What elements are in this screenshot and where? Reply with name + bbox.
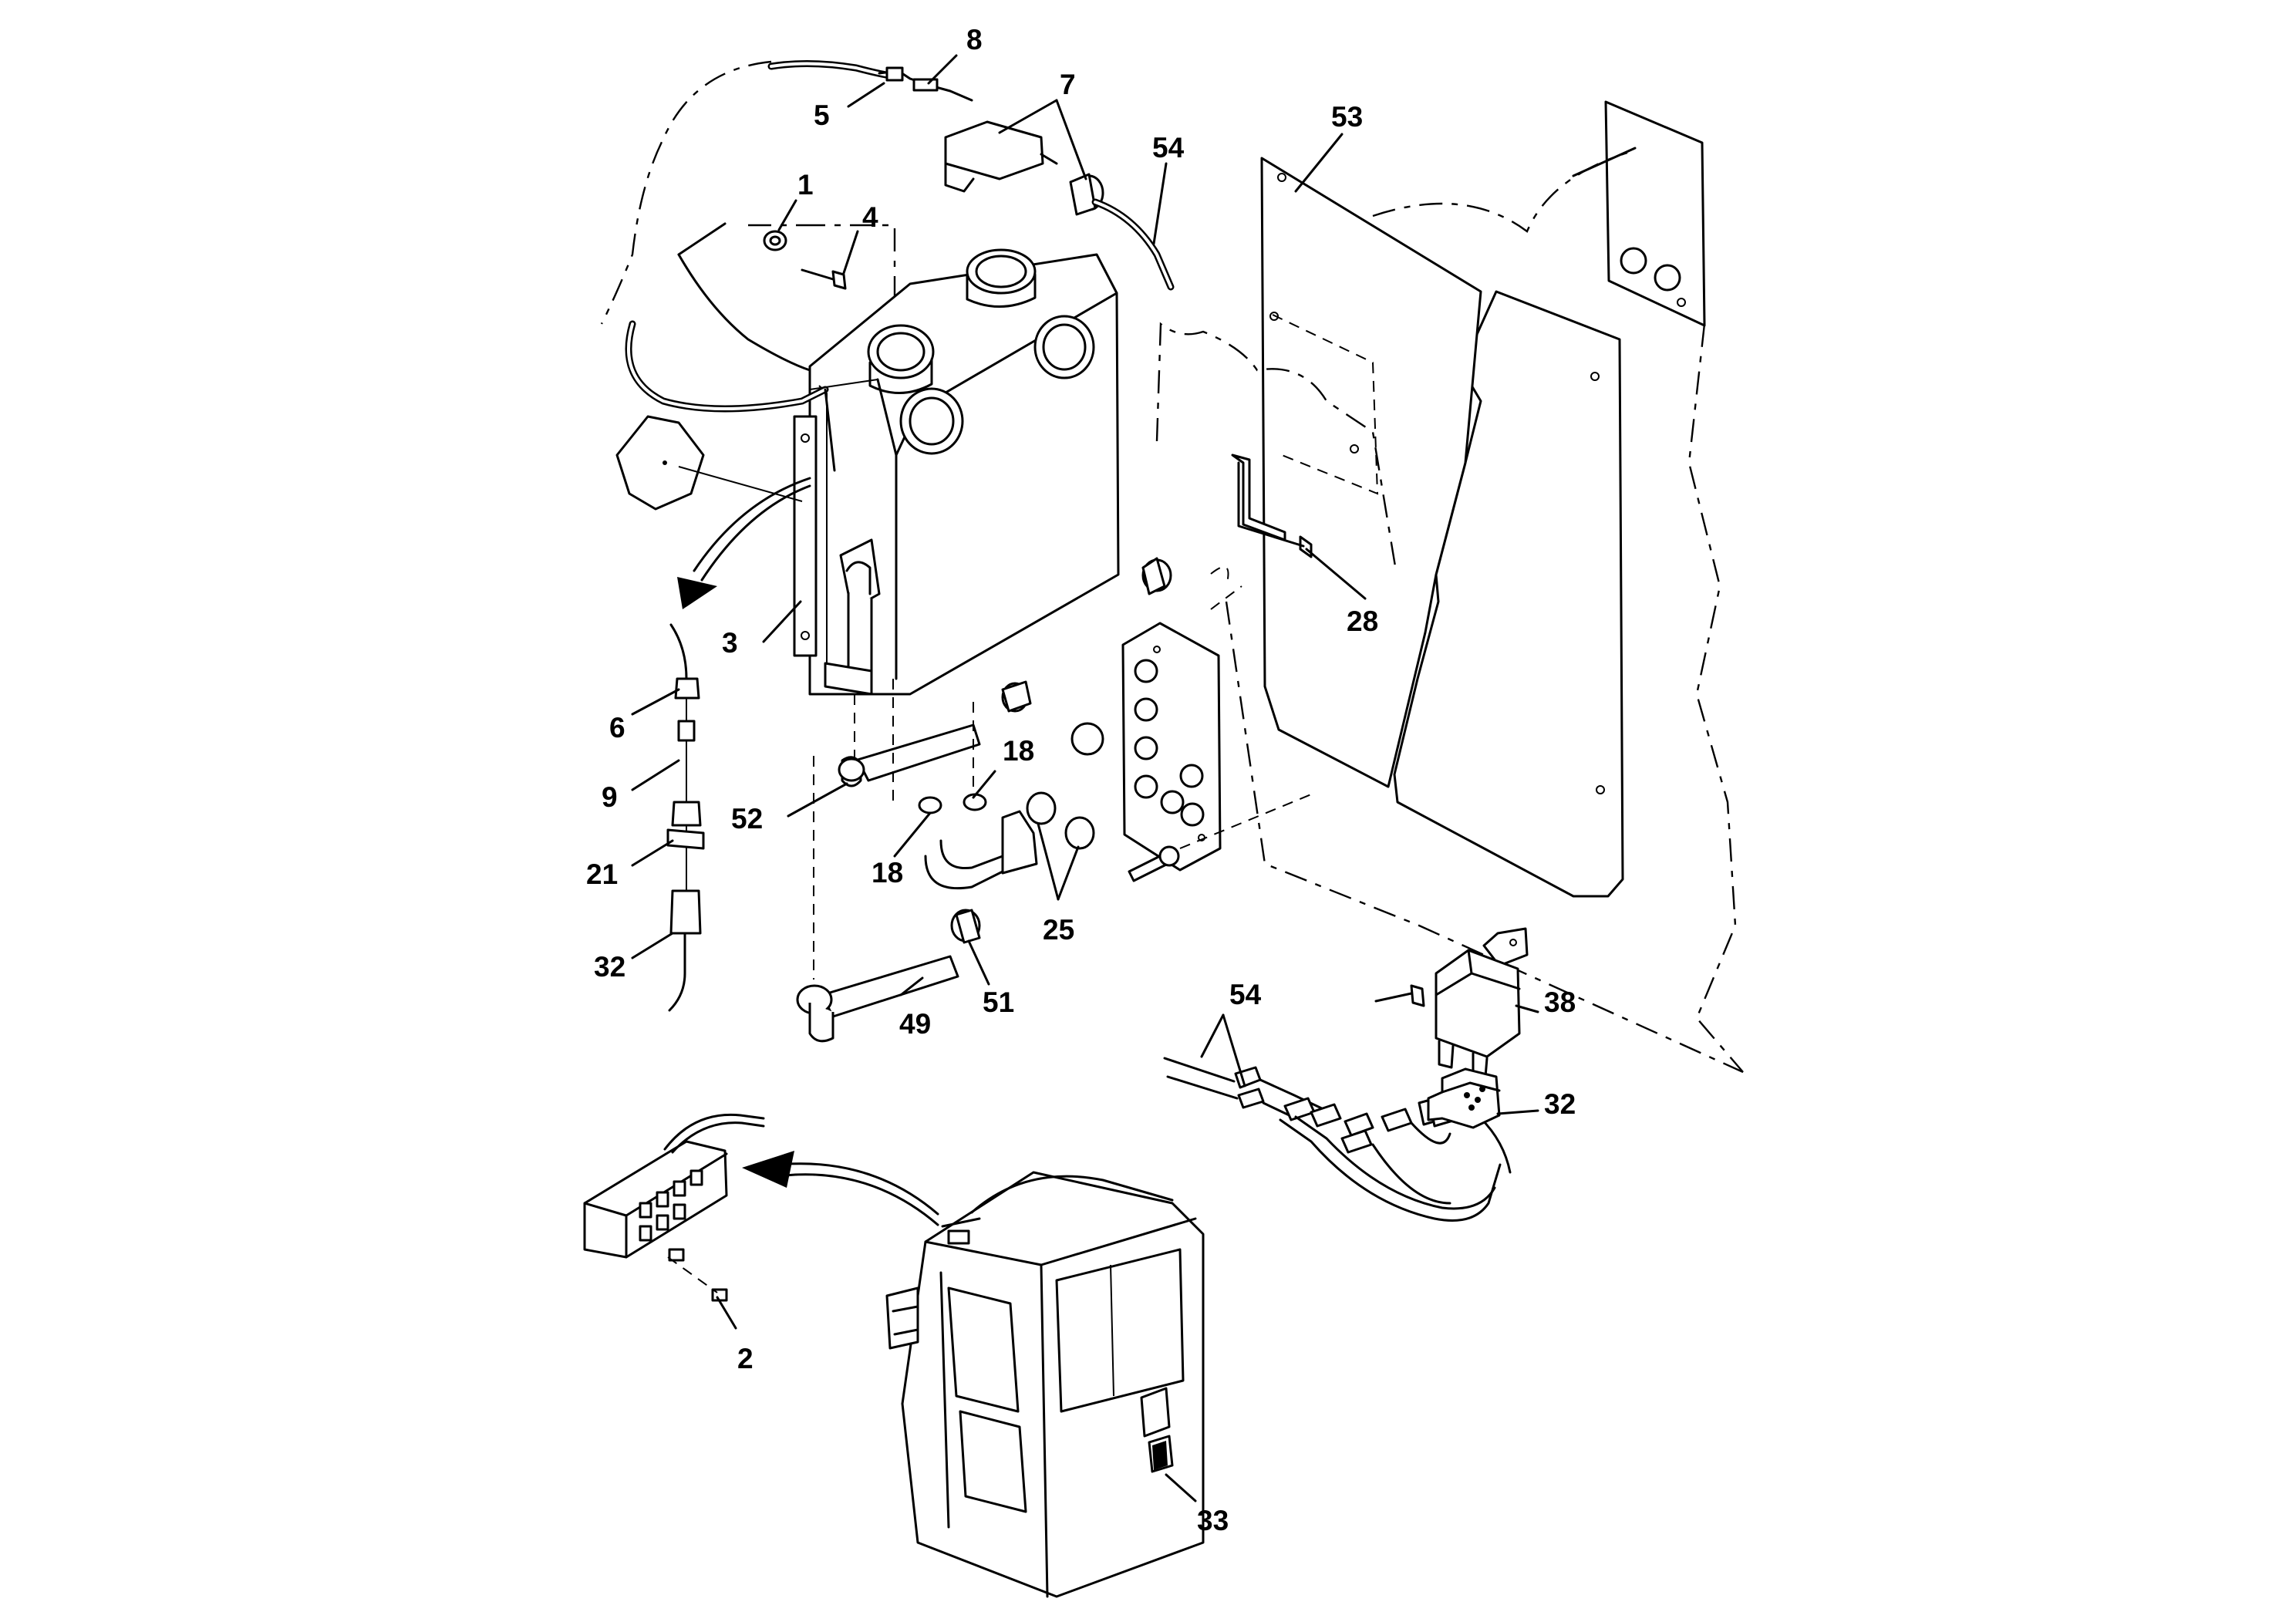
callout-5: 5 [814,99,830,131]
callout-7: 7 [1060,69,1076,100]
heater-cap-with-arrow [615,415,811,609]
callout-3: 3 [722,627,738,659]
callout-9: 9 [602,781,618,813]
callout-21: 21 [586,858,618,890]
bolt-washer-1-4 [748,224,847,290]
callout-28: 28 [1347,605,1378,637]
grommet-plate [1070,557,1312,882]
callout-18-upper: 18 [1003,735,1034,767]
callout-51: 51 [983,986,1014,1018]
callout-25: 25 [1043,914,1074,946]
mounting-plate-53 [1260,157,1482,788]
relay-38 [1374,927,1529,1078]
callout-labels: 8 5 7 54 53 1 4 3 28 6 18 9 52 18 21 25 … [586,24,1576,1536]
callout-18-lower: 18 [872,857,903,889]
callout-32-right: 32 [1544,1088,1576,1120]
connector-32-right [1427,1067,1501,1129]
heater-unit [793,248,1120,696]
cab-view-33 [742,1151,1205,1598]
callout-54-top: 54 [1152,132,1185,164]
callout-52: 52 [731,803,763,835]
leader-lines [631,54,1539,1502]
callout-2: 2 [737,1343,754,1374]
callout-53: 53 [1331,101,1363,133]
callout-49: 49 [899,1008,931,1040]
connector-7 [944,120,1175,291]
callout-38: 38 [1544,986,1576,1018]
sensor-cable [600,59,902,472]
callout-32-left: 32 [594,951,625,983]
callout-33: 33 [1197,1505,1229,1536]
callout-1: 1 [797,169,814,201]
switch-panel-2 [583,1113,765,1302]
callout-6: 6 [609,712,625,744]
callout-8: 8 [966,24,983,56]
sensor-5-8 [878,66,973,102]
hoses-and-fittings [796,679,1095,1043]
cab-wall-panel [1393,290,1624,898]
callout-4: 4 [862,201,878,233]
back-plate [1572,100,1706,327]
sensor-chain-left [666,623,705,1012]
callout-54-harness: 54 [1229,979,1262,1010]
